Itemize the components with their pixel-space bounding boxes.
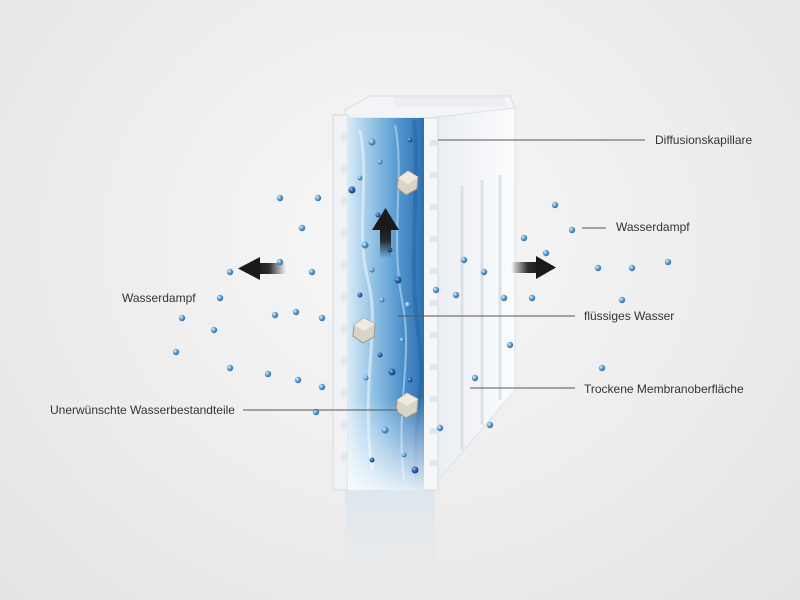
droplet (292, 308, 300, 316)
droplet (264, 370, 272, 378)
droplet (628, 264, 636, 272)
droplet (357, 292, 363, 298)
droplet (271, 311, 279, 319)
arrow-right-icon (511, 256, 556, 279)
label-diffusion-capillary: Diffusionskapillare (655, 133, 753, 147)
droplet (357, 175, 363, 181)
module-top-ridge (395, 97, 505, 107)
droplet (520, 234, 528, 242)
droplet (528, 294, 536, 302)
droplet (486, 421, 494, 429)
droplet (388, 368, 396, 376)
droplet (210, 326, 218, 334)
droplet (664, 258, 672, 266)
membrane-module (332, 95, 516, 492)
droplet (226, 268, 234, 276)
droplet (318, 383, 326, 391)
droplet (348, 186, 356, 194)
droplet (399, 337, 405, 343)
droplet (363, 375, 369, 381)
droplet (618, 296, 626, 304)
droplet (598, 364, 606, 372)
vapor-droplets (172, 194, 672, 432)
droplet (407, 377, 413, 383)
droplet (568, 226, 576, 234)
droplet (368, 138, 376, 146)
membrane-capillaries (430, 140, 438, 466)
droplet (314, 194, 322, 202)
droplet (369, 457, 375, 463)
arrow-up-icon (372, 208, 399, 258)
droplet (471, 374, 479, 382)
droplet (377, 352, 383, 358)
droplet (480, 268, 488, 276)
label-dry-membrane: Trockene Membranoberfläche (584, 382, 744, 396)
droplet (542, 249, 550, 257)
droplet (276, 194, 284, 202)
droplet (216, 294, 224, 302)
droplet (404, 301, 412, 309)
particle-icon (395, 392, 419, 419)
label-vapor-left: Wasserdampf (122, 291, 196, 305)
floor-reflection (345, 490, 435, 600)
droplet (460, 256, 468, 264)
droplet (432, 286, 440, 294)
droplet (551, 201, 559, 209)
inner-droplets (348, 137, 419, 474)
leader-lines (243, 139, 645, 411)
droplet (436, 424, 444, 432)
droplet (226, 364, 234, 372)
droplet (276, 258, 284, 266)
droplet (172, 348, 180, 356)
droplet (411, 466, 419, 474)
droplet (377, 159, 383, 165)
droplet (375, 212, 381, 218)
droplet (500, 294, 508, 302)
droplet (298, 224, 306, 232)
droplet (361, 241, 369, 249)
droplet (381, 426, 389, 434)
label-unwanted-constituents: Unerwünschte Wasserbestandteile (50, 403, 235, 417)
droplet (407, 137, 413, 143)
droplet (401, 452, 407, 458)
label-liquid-water: flüssiges Wasser (584, 309, 675, 323)
particle-icon (352, 317, 376, 344)
droplet (452, 291, 460, 299)
droplet (506, 341, 514, 349)
droplet (394, 276, 402, 284)
droplet (178, 314, 186, 322)
droplet (294, 376, 302, 384)
droplet (308, 268, 316, 276)
left-wall-teeth (341, 133, 349, 461)
label-vapor-right: Wasserdampf (616, 220, 690, 234)
droplet (318, 314, 326, 322)
droplet (369, 267, 375, 273)
particle-icon (396, 170, 419, 196)
droplet (594, 264, 602, 272)
arrow-left-icon (238, 257, 286, 280)
droplet (379, 297, 385, 303)
